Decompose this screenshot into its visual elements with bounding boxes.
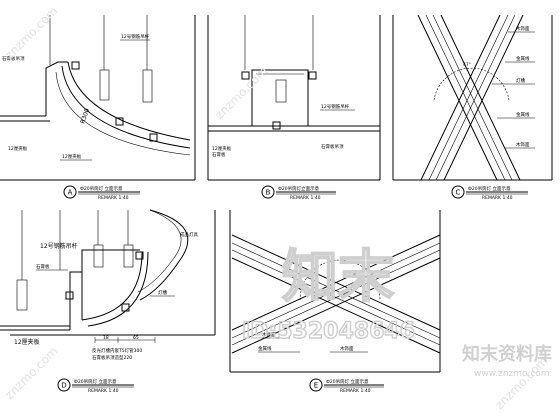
dimension-value: 18 (103, 335, 109, 341)
detail-scale: REMARK 1:40 (340, 388, 371, 394)
leader-label: 石膏板 (212, 151, 226, 158)
panel-b: 12厘夹板 石膏板 12号钢筋吊杆 石膏板吊顶 B Ф20吊筒灯立面示意 REM… (207, 15, 381, 201)
watermark-logo: 知末资料库 (462, 343, 552, 365)
detail-marker (451, 185, 465, 199)
leader-label: 木饰面 (262, 331, 276, 338)
leader-label: 12厘夹板 (8, 145, 28, 152)
detail-title: Ф20吊筒灯 立面示意 (80, 185, 123, 192)
leader-label: 石膏板 (36, 263, 50, 270)
dimension-value: 65 (133, 335, 139, 341)
watermark-url-diagonal: znzmo.com (212, 64, 270, 122)
leader-label: 石膏板吊顶 (2, 55, 25, 62)
detail-title: Ф20吊筒灯 立面示意 (468, 185, 511, 192)
watermark-url-diagonal: znzmo.com (2, 344, 60, 402)
detail-marker (57, 378, 71, 392)
panel-a: R300 12号钢筋吊杆 石膏板吊顶 12厘夹板 12厘夹板 A Ф20吊筒灯 … (0, 15, 196, 201)
detail-scale: REMARK 1:40 (98, 195, 129, 201)
leader-label: 金属线 (516, 55, 530, 62)
leader-label: 木饰面 (516, 141, 530, 148)
detail-scale: REMARK 1:40 (290, 195, 321, 201)
detail-letter: A (68, 189, 73, 197)
panel-e: 木饰面 金属线 木饰面 E Ф20吊筒灯 立面示意 REMARK 1:40 (229, 210, 441, 394)
leader-label: 12厘夹板 (212, 145, 232, 152)
leader-label: 12号钢筋吊杆 (40, 242, 78, 250)
detail-marker (63, 185, 77, 199)
watermark-url: www.znzmo.com (474, 369, 549, 379)
leader-label: 12厘夹板 (62, 153, 82, 160)
detail-title: Ф20吊筒灯立面示意 (278, 185, 320, 192)
detail-letter: C (456, 189, 461, 197)
leader-label: 石膏板吊顶 (321, 143, 344, 150)
detail-marker (261, 185, 275, 199)
detail-title: Ф20吊筒灯 立面示意 (74, 378, 117, 385)
watermark-brand: 知末 (282, 245, 394, 310)
panel-c: 47° 木饰面 金属线 灯槽 金属线 木饰面 C Ф20吊筒灯 立面示意 REM… (392, 14, 553, 201)
watermark-url-diagonal: znzmo.com (2, 4, 60, 62)
leader-label: 金属线 (516, 111, 530, 118)
leader-label: 金属线 (258, 345, 272, 352)
callout-note: 反光灯槽内嵌T5灯管300 (92, 347, 142, 354)
radius-dimension: R300 (79, 107, 91, 124)
leader-label: 12号钢筋吊杆 (321, 103, 350, 110)
leader-label: 灯槽 (158, 289, 167, 296)
detail-letter: E (314, 382, 318, 390)
leader-label: 12厘夹板 (14, 338, 40, 346)
detail-letter: D (61, 382, 66, 390)
callout-note: 石膏板吊顶造型220 (92, 354, 132, 361)
detail-scale: REMARK 1:40 (88, 388, 119, 394)
leader-label: 12号钢筋吊杆 (121, 33, 150, 40)
svg-text:47°: 47° (463, 62, 471, 68)
watermark-id: ID:532048646 (242, 319, 415, 344)
detail-title: Ф20吊筒灯 立面示意 (326, 378, 369, 385)
leader-label: 木饰面 (516, 25, 530, 32)
leader-label: 灯槽 (516, 77, 525, 84)
detail-letter: B (266, 189, 271, 197)
detail-marker (309, 378, 323, 392)
leader-label: 木饰面 (340, 345, 354, 352)
detail-scale: REMARK 1:40 (482, 195, 513, 201)
panel-d: 12号钢筋吊杆 石膏板 成品灯具 灯槽 12厘夹板 18 65 反光灯槽内嵌T5… (0, 209, 216, 394)
leader-label: 成品灯具 (180, 231, 198, 238)
